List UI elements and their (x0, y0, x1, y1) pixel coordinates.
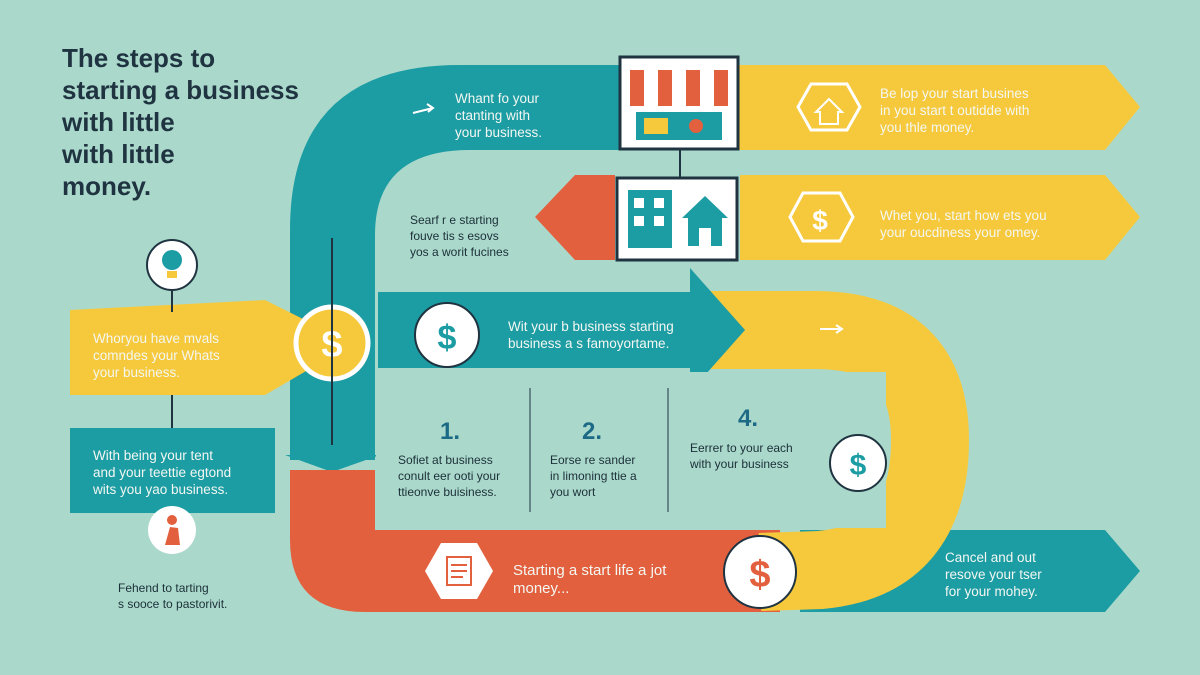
lightbulb-icon (146, 239, 198, 291)
dollar-hexagon-glyph: $ (812, 205, 828, 236)
yellow-s-curve (700, 291, 970, 611)
document-icon (425, 543, 493, 599)
svg-text:$: $ (749, 554, 770, 596)
dollar-hexagon-icon (788, 191, 855, 243)
step-1-number: 1. (440, 418, 461, 445)
orange-left-arrow (535, 175, 615, 260)
step-4-number: 4. (738, 405, 759, 432)
teal-down-arrow (285, 455, 380, 472)
dollar-coin-teal-arrow: $ (414, 302, 480, 368)
orange-bottom-band (290, 470, 780, 612)
shop-icon (618, 55, 740, 151)
step-2-number: 2. (582, 418, 603, 445)
left-teal-box (70, 428, 275, 513)
teal-right-arrow (378, 268, 745, 392)
left-yellow-banner (70, 300, 325, 395)
dollar-coin-bottom: $ (723, 535, 797, 609)
page-title: The steps to starting a business with li… (62, 43, 299, 201)
home-hexagon-icon (796, 82, 862, 132)
steps-panel (376, 372, 886, 528)
arrow-mark-icons (412, 103, 844, 334)
teal-curve-band (290, 65, 620, 460)
svg-text:$: $ (438, 319, 457, 357)
svg-text:$: $ (850, 449, 867, 482)
house-icon (615, 176, 739, 262)
person-icon (148, 506, 196, 554)
dollar-coin-right: $ (829, 434, 887, 492)
